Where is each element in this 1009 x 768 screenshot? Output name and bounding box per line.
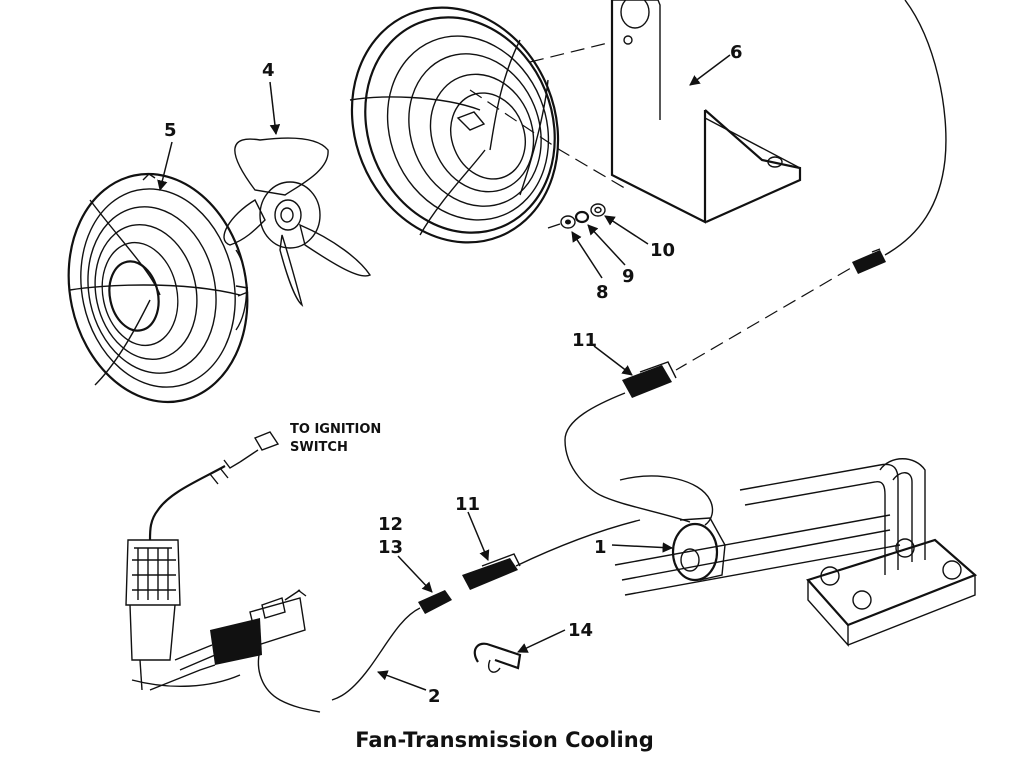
callout-11-lower: 11	[455, 494, 480, 515]
wire-connector-12-13	[418, 590, 452, 614]
harness-wire	[515, 519, 641, 567]
callout-6: 6	[730, 42, 743, 63]
clamp	[473, 642, 522, 673]
harness-wire	[174, 644, 216, 671]
connector-lower	[462, 553, 521, 590]
ignition-note-line1: TO IGNITION	[290, 422, 381, 437]
mounting-base-plate	[806, 538, 978, 647]
mounting-bracket	[610, 0, 802, 224]
fan-lead-connector	[852, 248, 886, 274]
toggle-switch	[210, 589, 307, 665]
fan-lead-wire	[884, 0, 947, 256]
callout-1: 1	[594, 537, 607, 558]
figure-caption: Fan-Transmission Cooling	[355, 728, 654, 752]
mounting-hardware	[547, 203, 606, 229]
callout-5: 5	[164, 120, 177, 141]
callout-2: 2	[428, 686, 441, 707]
fan-blade	[223, 137, 372, 307]
callout-13: 13	[378, 537, 403, 558]
in-line-fuse-holder	[125, 539, 181, 691]
harness-wire	[619, 475, 714, 526]
connector-upper	[622, 361, 677, 398]
callout-11-upper: 11	[572, 330, 597, 351]
harness-wire	[131, 674, 241, 687]
wire-part-2	[331, 607, 421, 701]
callout-10: 10	[650, 240, 675, 261]
callout-8: 8	[596, 282, 609, 303]
assembly-line	[469, 89, 629, 191]
rear-fan-guard	[349, 6, 560, 244]
callout-14: 14	[568, 620, 593, 641]
harness-wire	[149, 664, 216, 691]
harness-wire	[257, 649, 321, 713]
harness-wire	[564, 392, 626, 496]
ignition-note-line2: SWITCH	[290, 440, 348, 455]
callout-12: 12	[378, 514, 403, 535]
harness-wire	[599, 494, 691, 523]
callout-9: 9	[622, 266, 635, 287]
assembly-line	[675, 257, 869, 371]
leader-arrows	[157, 54, 731, 691]
exploded-parts-diagram: 5 4 6 8 9 10 11 11 1 12 13 2 14 TO IGNIT…	[67, 0, 978, 713]
transmission-cooler-lines	[614, 458, 926, 596]
assembly-line	[529, 41, 613, 63]
callout-4: 4	[262, 60, 275, 81]
temperature-switch	[671, 517, 726, 582]
front-grille-guard	[67, 172, 249, 404]
ignition-harness	[148, 431, 280, 541]
